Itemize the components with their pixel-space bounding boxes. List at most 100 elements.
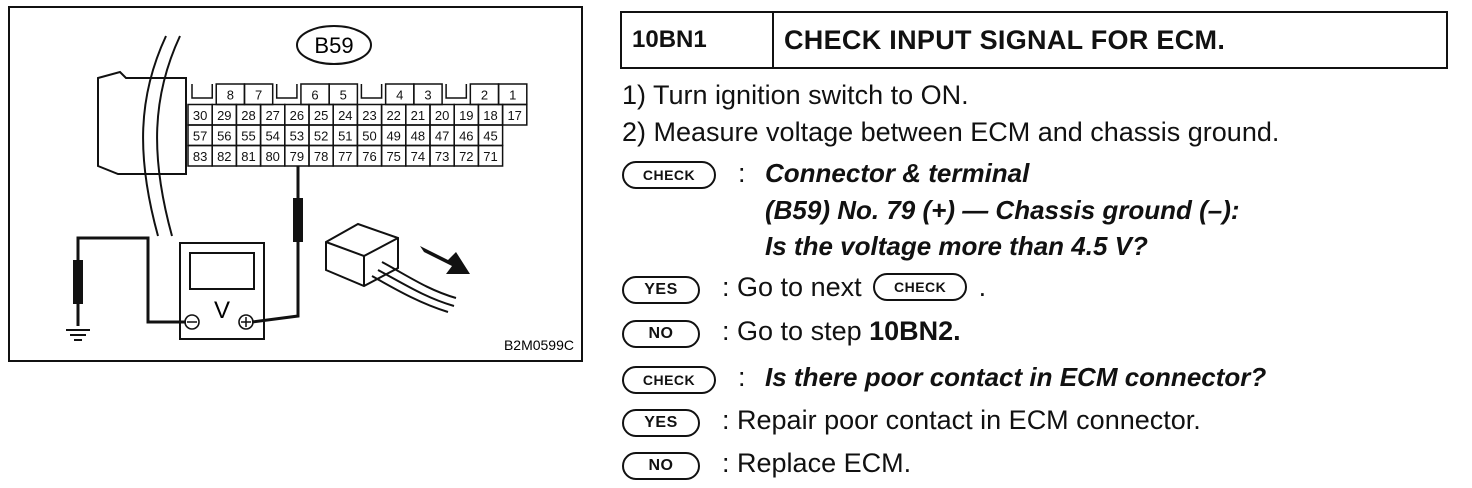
pin-number: 74 [411,149,425,164]
pin-number: 7 [255,88,262,103]
step-code: 10BN1 [622,13,774,67]
instruction-2: 2) Measure voltage between ECM and chass… [622,117,1280,147]
pin-cell [477,144,504,167]
no1-text: : Go to step 10BN2. [722,316,961,347]
separator: : [722,405,730,435]
pin-number: 72 [459,149,473,164]
pin-number: 73 [435,149,449,164]
pin-cell [501,103,528,126]
no-badge: NO [622,320,700,348]
pin-number: 48 [411,129,425,144]
pin-number: 6 [311,88,318,103]
key-slot [445,84,468,99]
separator: : [722,316,730,346]
negative-lead [76,236,186,326]
pin-number: 45 [483,129,497,144]
pin-number: 1 [509,88,516,103]
key-slot [275,84,298,99]
connector-body [97,70,187,175]
pin-number: 52 [314,129,328,144]
check1-line1: Connector & terminal [765,158,1030,188]
pin-number: 46 [459,129,473,144]
pin-number: 21 [411,108,425,123]
pin-number: 79 [290,149,304,164]
pin-number: 19 [459,108,473,123]
pin-number: 29 [217,108,231,123]
pin-number: 47 [435,129,449,144]
positive-probe [293,198,303,242]
insert-arrow-icon [420,246,470,274]
pin-number: 28 [241,108,255,123]
separator: : [722,448,730,478]
check1-line2: (B59) No. 79 (+) — Chassis ground (–): [765,195,1240,225]
yes2-label: Repair poor contact in ECM connector. [737,405,1201,435]
pin-number: 30 [193,108,207,123]
harness-line [142,35,167,237]
pin-number: 17 [507,108,521,123]
harness-line [156,35,181,237]
connector-label-oval [296,25,372,65]
separator: : [738,362,746,392]
check2-text: Is there poor contact in ECM connector? [765,362,1267,392]
pin-number: 5 [340,88,347,103]
pin-number: 56 [217,129,231,144]
voltmeter-symbol: V [214,297,230,324]
negative-probe [73,260,83,304]
pin-number: 27 [265,108,279,123]
pin-number: 76 [362,149,376,164]
pin-number: 50 [362,129,376,144]
no1-target: 10BN2 [869,316,954,346]
no1-suffix: . [953,316,961,346]
pin-number: 78 [314,149,328,164]
plug-icon [325,222,457,313]
yes1-text: : Go to next CHECK . [722,272,986,303]
no1-label: Go to step [737,316,862,346]
check1-line3: Is the voltage more than 4.5 V? [765,231,1148,261]
pin-number: 25 [314,108,328,123]
pin-number: 24 [338,108,352,123]
key-slot [191,84,213,99]
instruction-1: 1) Turn ignition switch to ON. [622,80,969,110]
step-title: CHECK INPUT SIGNAL FOR ECM. [784,24,1226,55]
yes-badge: YES [622,409,700,437]
key-slot [360,84,383,99]
pin-number: 22 [386,108,400,123]
pin-number: 57 [193,129,207,144]
pin-number: 75 [386,149,400,164]
check-badge: CHECK [622,161,716,189]
pin-number: 20 [435,108,449,123]
pin-number: 83 [193,149,207,164]
pin-number: 8 [227,88,234,103]
yes1-after: . [978,272,987,302]
figure-frame [8,6,583,362]
pin-number: 49 [386,129,400,144]
pin-number: 4 [396,88,403,103]
yes1-before: Go to next [737,272,862,302]
separator: : [722,272,730,302]
pin-number: 53 [290,129,304,144]
ground-icon [66,329,90,341]
voltmeter [179,242,265,340]
figure-code: B2M0599C [504,337,574,353]
pin-number: 2 [481,88,488,103]
pin-number: 23 [362,108,376,123]
pin-number: 51 [338,129,352,144]
step-header: 10BN1 CHECK INPUT SIGNAL FOR ECM. [620,11,1448,69]
voltmeter-display [189,252,255,290]
yes-badge: YES [622,276,700,304]
separator: : [738,158,746,188]
pin-number: 18 [483,108,497,123]
pin-number: 71 [483,149,497,164]
no2-text: : Replace ECM. [722,448,911,479]
pin-number: 55 [241,129,255,144]
pin-number: 54 [265,129,279,144]
pin-number: 77 [338,149,352,164]
pin-number: 80 [265,149,279,164]
check-badge: CHECK [873,272,968,301]
no-badge: NO [622,452,700,480]
connector-label: B59 [314,33,353,58]
check-badge: CHECK [622,366,716,394]
